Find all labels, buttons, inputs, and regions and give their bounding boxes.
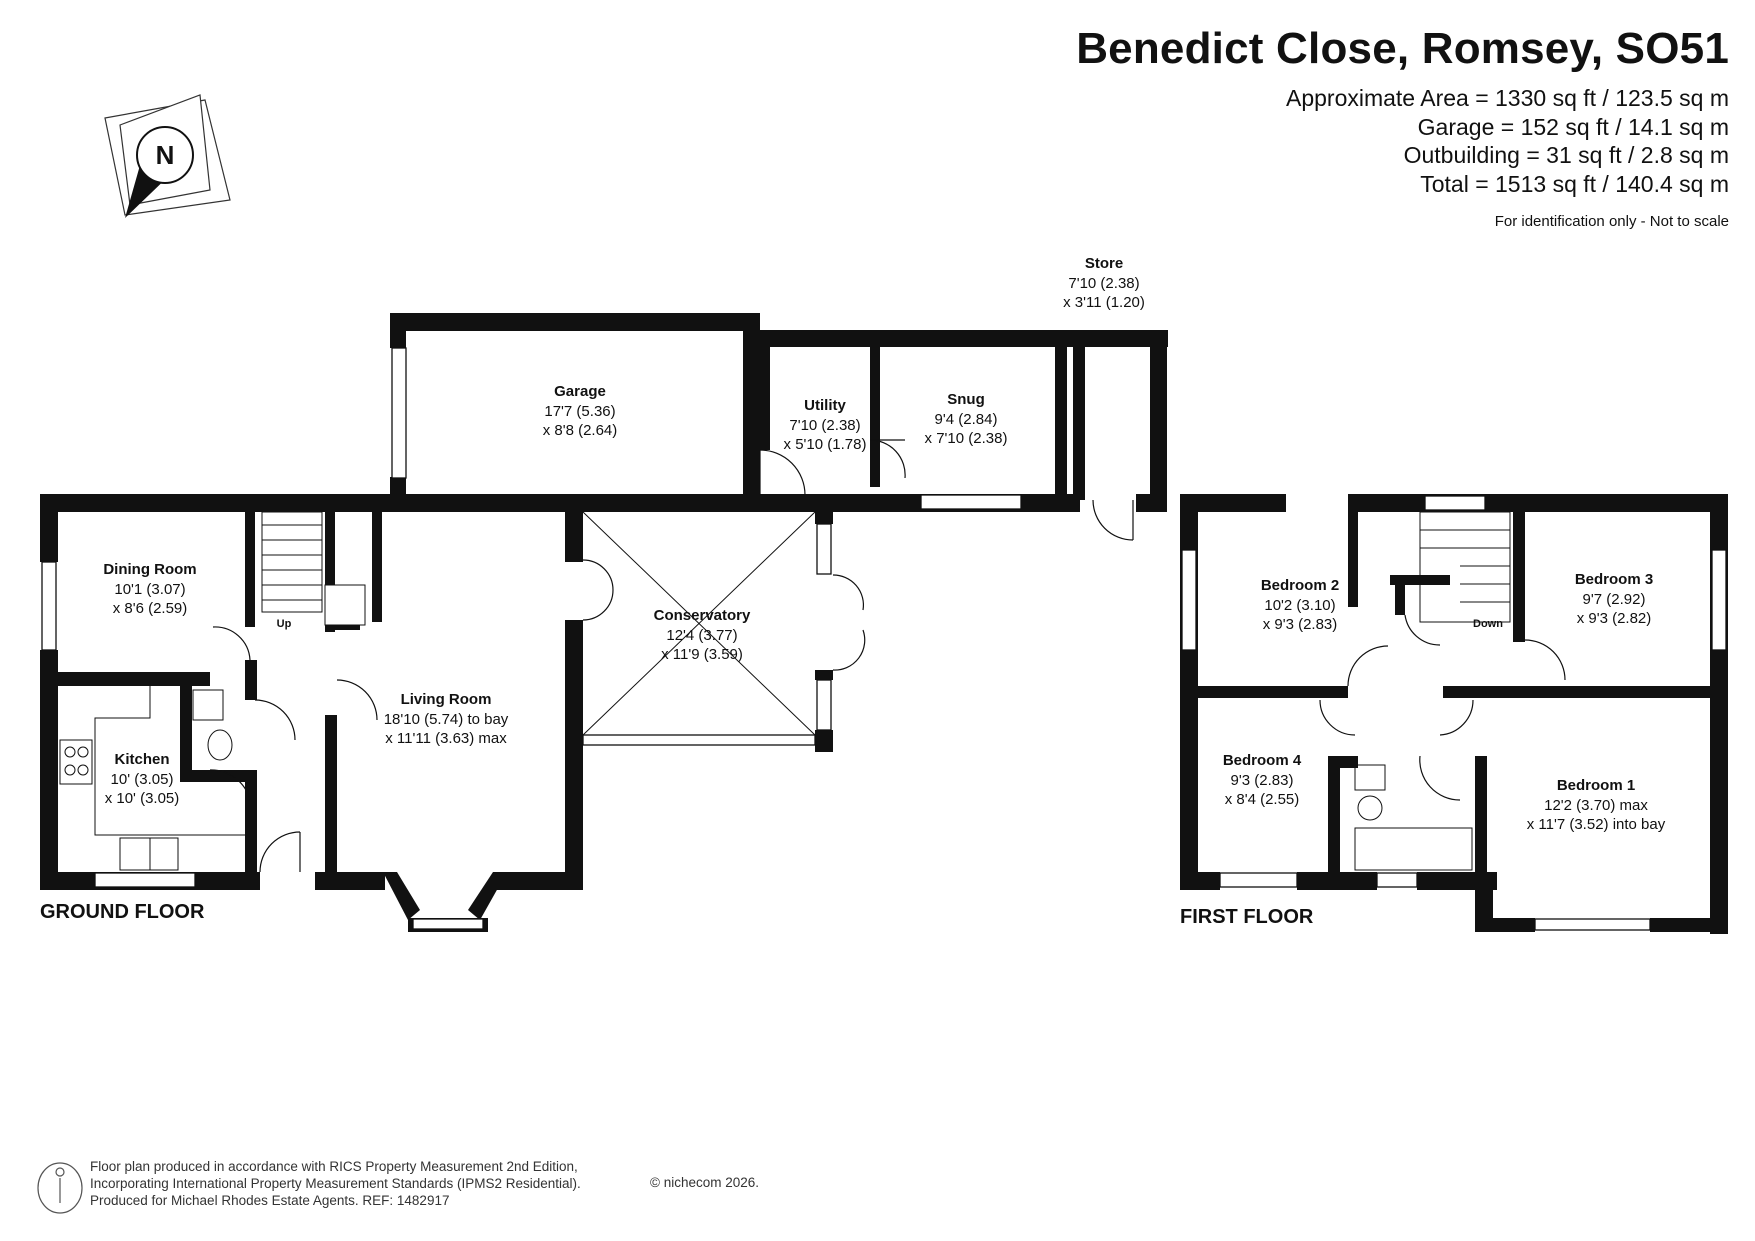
sink-icon — [119, 837, 179, 871]
room-conservatory-dim2: x 11'9 (3.59) — [661, 646, 743, 663]
room-snug-dim1: 9'4 (2.84) — [935, 411, 998, 428]
stairs-down-label: Down — [1473, 618, 1503, 630]
toilet-icon — [207, 729, 233, 761]
room-dining-dim2: x 8'6 (2.59) — [113, 600, 188, 617]
room-store-dim1: 7'10 (2.38) — [1068, 275, 1139, 292]
footer-text: Floor plan produced in accordance with R… — [90, 1158, 581, 1209]
room-living: Living Room 18'10 (5.74) to bay x 11'11 … — [384, 691, 509, 747]
room-utility-dim2: x 5'10 (1.78) — [784, 436, 867, 453]
footer-line-3: Produced for Michael Rhodes Estate Agent… — [90, 1193, 450, 1208]
first-floor-walls — [1180, 494, 1728, 934]
first-floor-doors — [1319, 614, 1566, 801]
room-kitchen-name: Kitchen — [114, 751, 169, 768]
room-snug: Snug 9'4 (2.84) x 7'10 (2.38) — [925, 391, 1008, 447]
room-bedroom-1: Bedroom 1 12'2 (3.70) max x 11'7 (3.52) … — [1527, 777, 1666, 833]
area-summary: Approximate Area = 1330 sq ft / 123.5 sq… — [1286, 84, 1729, 198]
room-utility: Utility 7'10 (2.38) x 5'10 (1.78) — [784, 397, 867, 453]
room-store-dim2: x 3'11 (1.20) — [1063, 294, 1145, 311]
room-bed3-dim2: x 9'3 (2.82) — [1577, 610, 1652, 627]
room-bed2-name: Bedroom 2 — [1261, 577, 1339, 594]
area-approx: Approximate Area = 1330 sq ft / 123.5 sq… — [1285, 85, 1729, 111]
room-snug-name: Snug — [947, 391, 985, 408]
area-total: Total = 1513 sq ft / 140.4 sq m — [1420, 170, 1729, 197]
room-bed1-name: Bedroom 1 — [1557, 777, 1635, 794]
room-utility-name: Utility — [804, 397, 846, 414]
room-bed4-dim1: 9'3 (2.83) — [1231, 772, 1294, 789]
room-bed2-dim1: 10'2 (3.10) — [1264, 597, 1335, 614]
room-garage-name: Garage — [554, 383, 606, 400]
bathroom-fittings — [1354, 764, 1473, 871]
footer-line-2: Incorporating International Property Mea… — [90, 1176, 581, 1191]
accessibility-person-icon — [37, 1162, 83, 1214]
room-utility-dim1: 7'10 (2.38) — [789, 417, 860, 434]
room-living-dim2: x 11'11 (3.63) max — [385, 730, 507, 747]
room-bedroom-3: Bedroom 3 9'7 (2.92) x 9'3 (2.82) — [1575, 571, 1653, 627]
room-store-name: Store — [1085, 255, 1123, 272]
basin-icon — [192, 689, 224, 721]
area-garage: Garage = 152 sq ft / 14.1 sq m — [1417, 113, 1729, 140]
kitchen-fittings — [59, 686, 250, 871]
room-dining-dim1: 10'1 (3.07) — [114, 581, 185, 598]
room-bed1-dim2: x 11'7 (3.52) into bay — [1527, 816, 1666, 833]
first-floor-label: FIRST FLOOR — [1180, 906, 1314, 928]
room-bed4-name: Bedroom 4 — [1223, 752, 1302, 769]
room-bedroom-2: Bedroom 2 10'2 (3.10) x 9'3 (2.83) — [1261, 577, 1339, 633]
ground-floor-windows — [41, 347, 1022, 930]
room-kitchen-dim1: 10' (3.05) — [111, 771, 174, 788]
room-kitchen: Kitchen 10' (3.05) x 10' (3.05) — [105, 751, 180, 807]
first-stairs — [1419, 511, 1511, 623]
room-bed3-dim1: 9'7 (2.92) — [1583, 591, 1646, 608]
scale-note: For identification only - Not to scale — [1494, 213, 1729, 230]
room-dining-name: Dining Room — [103, 561, 196, 578]
footer-brand: © nichecom 2026. — [650, 1175, 760, 1190]
room-garage-dim1: 17'7 (5.36) — [544, 403, 615, 420]
room-living-name: Living Room — [401, 691, 492, 708]
area-outbuilding: Outbuilding = 31 sq ft / 2.8 sq m — [1403, 142, 1729, 168]
room-bed3-name: Bedroom 3 — [1575, 571, 1653, 588]
room-conservatory-name: Conservatory — [654, 607, 751, 624]
room-living-dim1: 18'10 (5.74) to bay — [384, 711, 509, 728]
room-kitchen-dim2: x 10' (3.05) — [105, 790, 180, 807]
room-snug-dim2: x 7'10 (2.38) — [925, 430, 1008, 447]
hob-icon — [59, 739, 93, 785]
compass-north-label: N — [156, 140, 175, 170]
room-dining: Dining Room 10'1 (3.07) x 8'6 (2.59) — [103, 561, 196, 617]
first-floor-windows — [1181, 495, 1727, 931]
property-title: Benedict Close, Romsey, SO51 — [1076, 24, 1729, 73]
room-bed1-dim1: 12'2 (3.70) max — [1544, 797, 1648, 814]
bathtub-icon — [1354, 827, 1473, 871]
room-garage-dim2: x 8'8 (2.64) — [543, 422, 618, 439]
room-bed4-dim2: x 8'4 (2.55) — [1225, 791, 1300, 808]
bath-toilet-icon — [1357, 795, 1383, 821]
conservatory-roof-lines — [582, 511, 816, 736]
room-store: Store 7'10 (2.38) x 3'11 (1.20) — [1063, 255, 1145, 311]
footer-line-1: Floor plan produced in accordance with R… — [90, 1159, 578, 1174]
room-bedroom-4: Bedroom 4 9'3 (2.83) x 8'4 (2.55) — [1223, 752, 1302, 808]
ground-floor-label: GROUND FLOOR — [40, 901, 205, 923]
ground-floor-doors — [209, 439, 1134, 873]
stairs-up-label: Up — [277, 618, 292, 630]
room-conservatory: Conservatory 12'4 (3.77) x 11'9 (3.59) — [654, 607, 751, 663]
compass-icon: N — [104, 94, 231, 218]
room-conservatory-dim1: 12'4 (3.77) — [666, 627, 737, 644]
ground-stairs — [261, 511, 366, 626]
room-garage: Garage 17'7 (5.36) x 8'8 (2.64) — [543, 383, 618, 439]
bath-basin-icon — [1354, 764, 1386, 791]
room-bed2-dim2: x 9'3 (2.83) — [1263, 616, 1338, 633]
